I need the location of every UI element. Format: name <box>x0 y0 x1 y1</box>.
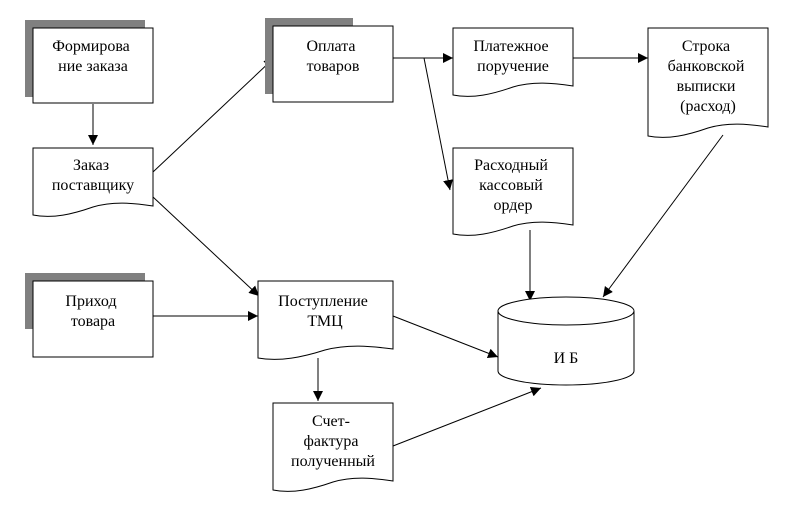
node-label: И Б <box>554 350 579 367</box>
arrow-postuplenie-to-ib <box>392 315 499 359</box>
label-line: ордер <box>493 197 532 214</box>
node-prihod-tovara: Приход товара <box>25 273 154 358</box>
node-rashodny-kassovy-order: Расходный кассовый ордер <box>452 147 574 236</box>
label-line: поставщику <box>52 177 134 194</box>
node-document-shape <box>647 27 769 138</box>
node-document-shape <box>257 280 394 360</box>
node-box <box>32 280 154 358</box>
node-label: Строка банковской выписки (расход) <box>668 38 749 115</box>
label-line: товаров <box>307 58 360 75</box>
label-line: товара <box>71 313 115 330</box>
database-cylinder-body <box>497 296 635 386</box>
node-box <box>32 27 154 104</box>
node-label: Поступление ТМЦ <box>278 293 372 330</box>
label-line: полученный <box>291 453 375 470</box>
label-line: Заказ <box>73 157 109 174</box>
label-line: фактура <box>304 433 359 450</box>
node-document-shape <box>452 147 574 236</box>
label-line: выписки <box>677 78 736 95</box>
arrow-stroka-to-ib <box>602 134 724 298</box>
node-formirovanie-zakaza: Формирова ние заказа <box>25 20 154 104</box>
label-line: Счет- <box>312 413 350 430</box>
node-label: Формирова ние заказа <box>52 38 134 75</box>
label-line: Поступление <box>278 293 368 310</box>
label-line: Платежное <box>473 38 548 55</box>
node-label: Приход товара <box>65 293 120 330</box>
node-box <box>272 25 394 103</box>
node-document-shape <box>272 402 394 492</box>
node-label: Счет- фактура полученный <box>291 413 375 470</box>
label-line: кассовый <box>479 177 543 194</box>
node-label: Оплата товаров <box>306 38 359 75</box>
arrow-zakaz-to-oplata <box>152 57 275 173</box>
label-line: Формирова <box>52 38 130 55</box>
arrow-oplata-to-rashodny <box>423 57 453 191</box>
label-line: ТМЦ <box>307 313 343 330</box>
label-line: Приход <box>65 293 116 310</box>
label-line: И Б <box>554 350 579 367</box>
arrow-schet-to-ib <box>392 386 542 447</box>
node-oplata-tovarov: Оплата товаров <box>265 18 394 103</box>
connectors <box>88 53 724 447</box>
label-line: Оплата <box>306 38 355 55</box>
node-ib-database: И Б <box>497 296 635 386</box>
node-stroka-bankovskoy-vypiski: Строка банковской выписки (расход) <box>647 27 769 138</box>
node-document-shape <box>32 147 154 217</box>
label-line: Строка <box>682 38 730 55</box>
node-label: Расходный кассовый ордер <box>474 157 552 214</box>
label-line: ние заказа <box>58 58 128 75</box>
label-line: Расходный <box>474 157 548 174</box>
node-document-shape <box>452 27 574 97</box>
node-platezhnoe-poruchenie: Платежное поручение <box>452 27 574 97</box>
label-line: поручение <box>477 58 549 75</box>
node-zakaz-postavshchiku: Заказ поставщику <box>32 147 154 217</box>
label-line: (расход) <box>680 98 736 115</box>
database-cylinder-top-rim <box>497 310 635 326</box>
node-postuplenie-tmc: Поступление ТМЦ <box>257 280 394 360</box>
node-label: Платежное поручение <box>473 38 552 75</box>
label-line: банковской <box>668 58 745 75</box>
node-label: Заказ поставщику <box>52 157 134 194</box>
node-schet-faktura: Счет- фактура полученный <box>272 402 394 492</box>
arrow-zakaz-to-postuplenie <box>152 196 260 297</box>
